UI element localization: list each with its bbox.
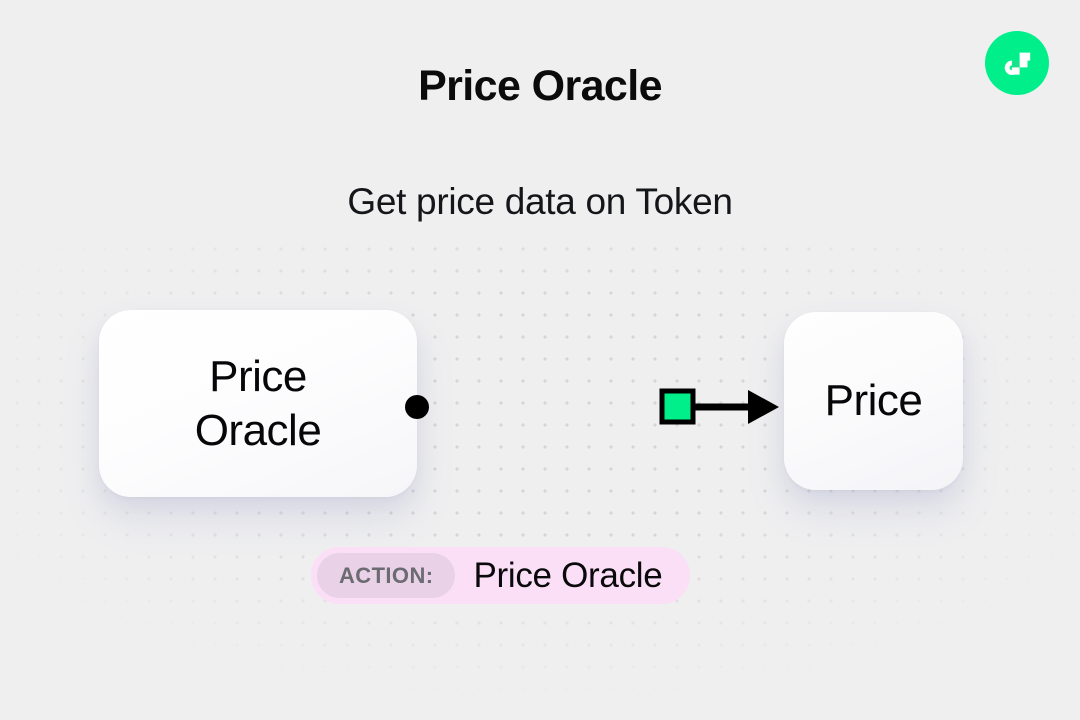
flow-logo xyxy=(985,31,1049,95)
edge-marker-square[interactable] xyxy=(659,388,696,425)
page-title: Price Oracle xyxy=(418,62,662,110)
action-badge-value: Price Oracle xyxy=(473,555,663,595)
action-badge-tag: ACTION: xyxy=(317,553,456,598)
node-price-oracle-label: Price Oracle xyxy=(194,351,322,455)
action-badge[interactable]: ACTION: Price Oracle xyxy=(311,547,691,604)
page-subtitle: Get price data on Token xyxy=(347,181,733,222)
node-price-label: Price xyxy=(824,376,923,425)
edge-arrowhead xyxy=(748,390,779,424)
node-price-oracle[interactable]: Price Oracle xyxy=(99,310,417,497)
node-price[interactable]: Price xyxy=(784,312,963,490)
